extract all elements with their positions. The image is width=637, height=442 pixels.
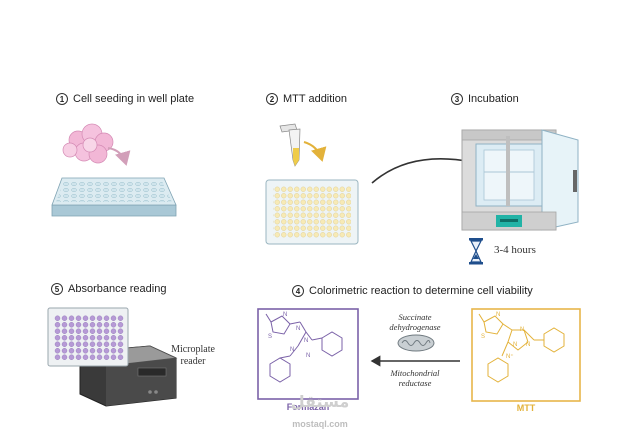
- enzyme-1-line-1: Succinate: [398, 312, 432, 322]
- svg-text:S: S: [481, 334, 485, 340]
- enzyme-reductase-label: Mitochondrial reductase: [370, 368, 460, 388]
- cell-cluster: [62, 123, 114, 164]
- reader-label-line-2: reader: [180, 356, 206, 367]
- svg-text:N: N: [520, 327, 524, 333]
- formazan-box: [257, 308, 359, 400]
- enzyme-2-line-2: reductase: [398, 378, 432, 388]
- svg-text:N: N: [306, 353, 310, 359]
- svg-text:S: S: [268, 334, 272, 340]
- svg-text:N: N: [526, 342, 530, 348]
- step-2-number: 2: [266, 93, 278, 105]
- step-3-number: 3: [451, 93, 463, 105]
- step-3-label: Incubation: [468, 93, 519, 105]
- step-1-heading: 1 Cell seeding in well plate: [56, 93, 194, 105]
- step-4-heading: 4 Colorimetric reaction to determine cel…: [292, 285, 533, 297]
- enzyme-2-line-1: Mitochondrial: [390, 368, 440, 378]
- mtt-structure: [478, 313, 565, 383]
- svg-text:N: N: [513, 342, 517, 348]
- step-1-label: Cell seeding in well plate: [73, 93, 195, 105]
- step-2-label: MTT addition: [283, 93, 347, 105]
- step-4-number: 4: [292, 285, 304, 297]
- reader-label-line-1: Microplate: [171, 344, 215, 355]
- yellow-well-plate: [265, 179, 359, 245]
- watermark-latin: mostaql.com: [292, 419, 348, 429]
- clear-well-plate: [51, 177, 177, 217]
- svg-text:N: N: [496, 312, 500, 318]
- pipette-tip: [279, 123, 301, 167]
- svg-text:N: N: [296, 326, 300, 332]
- step-4-label: Colorimetric reaction to determine cell …: [309, 285, 533, 297]
- step-3-heading: 3 Incubation: [451, 93, 519, 105]
- formazan-atom-labels: NS NN NN: [268, 312, 310, 359]
- step-5-number: 5: [51, 283, 63, 295]
- purple-well-plate: [47, 307, 129, 367]
- seeding-arrow: [107, 147, 131, 166]
- svg-text:N: N: [290, 347, 294, 353]
- to-incubator-arrow: [371, 153, 474, 184]
- step-2-heading: 2 MTT addition: [266, 93, 347, 105]
- enzyme-succinate-label: Succinate dehydrogenase: [370, 312, 460, 332]
- hourglass-icon: [469, 238, 483, 265]
- microplate-reader-label: Microplate reader: [163, 344, 223, 368]
- svg-text:N: N: [304, 338, 308, 344]
- mtt-label: MTT: [516, 403, 536, 413]
- incubation-time: 3-4 hours: [494, 244, 536, 256]
- step-5-label: Absorbance reading: [68, 283, 167, 295]
- formazan-label: Formazan: [286, 402, 330, 412]
- step-1-number: 1: [56, 93, 68, 105]
- watermark-arabic: مستقل: [290, 394, 350, 411]
- formazan-structure: [265, 313, 343, 383]
- enzyme-1-line-2: dehydrogenase: [389, 322, 441, 332]
- mtt-box: [471, 308, 581, 402]
- step-5-heading: 5 Absorbance reading: [51, 283, 166, 295]
- incubator: [461, 129, 579, 231]
- mtt-atom-labels: N S N N N N⁺: [481, 312, 530, 360]
- svg-text:N: N: [283, 312, 287, 318]
- mitochondrion-icon: [397, 334, 435, 352]
- svg-text:N⁺: N⁺: [506, 353, 514, 360]
- mtt-drop-arrow: [303, 141, 327, 162]
